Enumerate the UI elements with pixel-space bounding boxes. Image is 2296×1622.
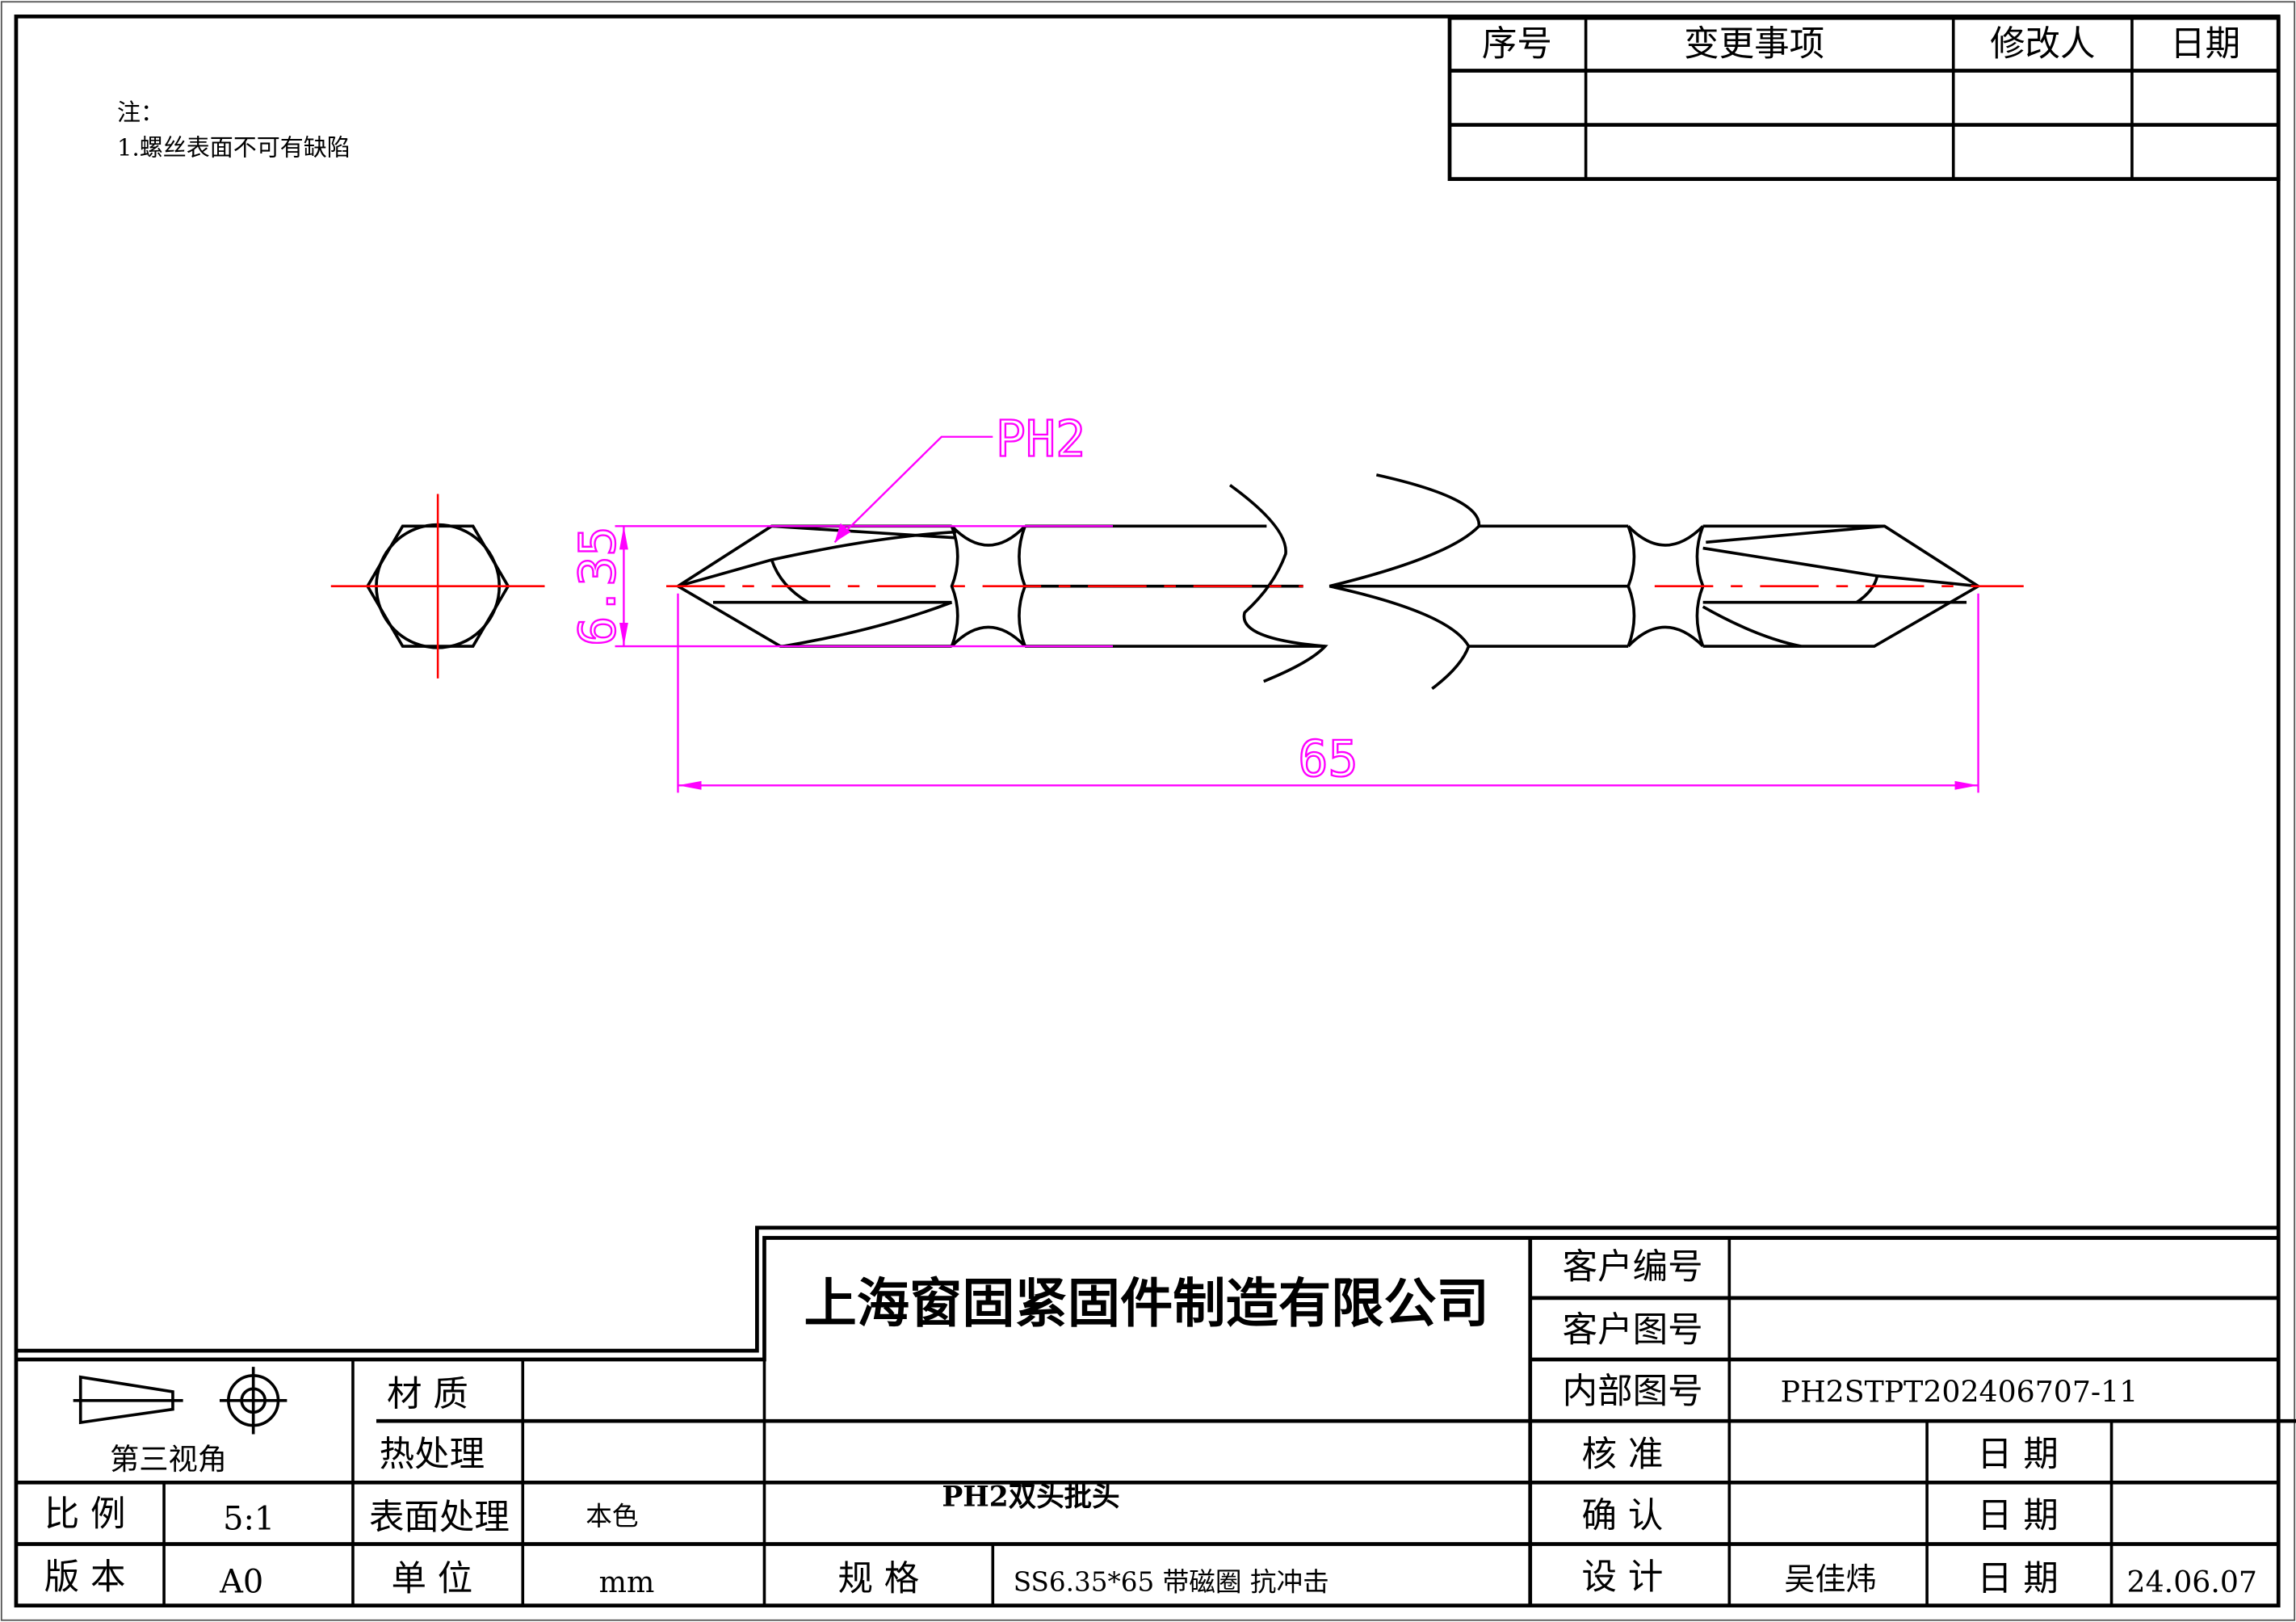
revision-header-change: 变更事项 — [1684, 24, 1824, 65]
version-label: 版 本 — [44, 1557, 126, 1598]
ph2-callout-text: PH2 — [996, 410, 1085, 468]
designer-name: 吴佳炜 — [1784, 1561, 1876, 1597]
spec-label: 规 格 — [837, 1559, 919, 1599]
unit-label: 单 位 — [391, 1559, 472, 1599]
approve-date-label: 日 期 — [1977, 1435, 2059, 1475]
confirm-label: 确 认 — [1582, 1496, 1664, 1536]
material-label: 材 质 — [387, 1375, 468, 1415]
ph2-callout: PH2 — [833, 409, 1086, 544]
bit-right-end — [1328, 473, 1982, 691]
notes-heading: 注： — [117, 99, 164, 126]
product-name: PH2双头批头 — [942, 1481, 1119, 1513]
approve-label: 核 准 — [1582, 1435, 1664, 1475]
spec-value: SS6.35*65 带磁圈 抗冲击 — [1014, 1567, 1329, 1598]
surface-treatment-value: 本色 — [586, 1501, 638, 1532]
surface-treatment-label: 表面处理 — [369, 1498, 510, 1538]
design-date-value: 24.06.07 — [2127, 1565, 2257, 1599]
customer-drawing-label: 客户图号 — [1563, 1310, 1703, 1351]
design-date-label: 日 期 — [1977, 1559, 2059, 1599]
third-angle-projection-icon — [73, 1367, 288, 1435]
internal-drawing-value: PH2STPT202406707-11 — [1781, 1374, 2139, 1409]
revision-header-editor: 修改人 — [1990, 24, 2096, 65]
note-item: 1.螺丝表面不可有缺陷 — [117, 134, 350, 162]
revision-table: 序号 变更事项 修改人 日期 — [1447, 15, 2281, 181]
revision-header-date: 日期 — [2170, 24, 2240, 65]
dimension-length: 65 — [677, 593, 1979, 793]
customer-no-label: 客户编号 — [1563, 1247, 1703, 1288]
scale-label: 比 例 — [44, 1494, 126, 1535]
dimension-diameter-text: 6.35 — [569, 526, 627, 645]
heat-treatment-label: 热处理 — [380, 1435, 485, 1475]
scale-value: 5:1 — [223, 1501, 275, 1538]
dimension-diameter: 6.35 — [568, 525, 1113, 648]
dimension-length-text: 65 — [1298, 730, 1358, 788]
title-block — [15, 1225, 2296, 1606]
version-value: A0 — [219, 1564, 263, 1601]
drawing-frame — [14, 15, 2281, 1607]
revision-header-no: 序号 — [1482, 24, 1552, 65]
company-name: 上海窗固紧固件制造有限公司 — [804, 1273, 1488, 1334]
design-label: 设 计 — [1582, 1557, 1664, 1598]
confirm-date-label: 日 期 — [1977, 1496, 2059, 1536]
projection-label: 第三视角 — [110, 1442, 227, 1477]
unit-value: mm — [599, 1565, 655, 1599]
hex-end-view — [330, 494, 545, 679]
internal-drawing-label: 内部图号 — [1563, 1372, 1703, 1412]
